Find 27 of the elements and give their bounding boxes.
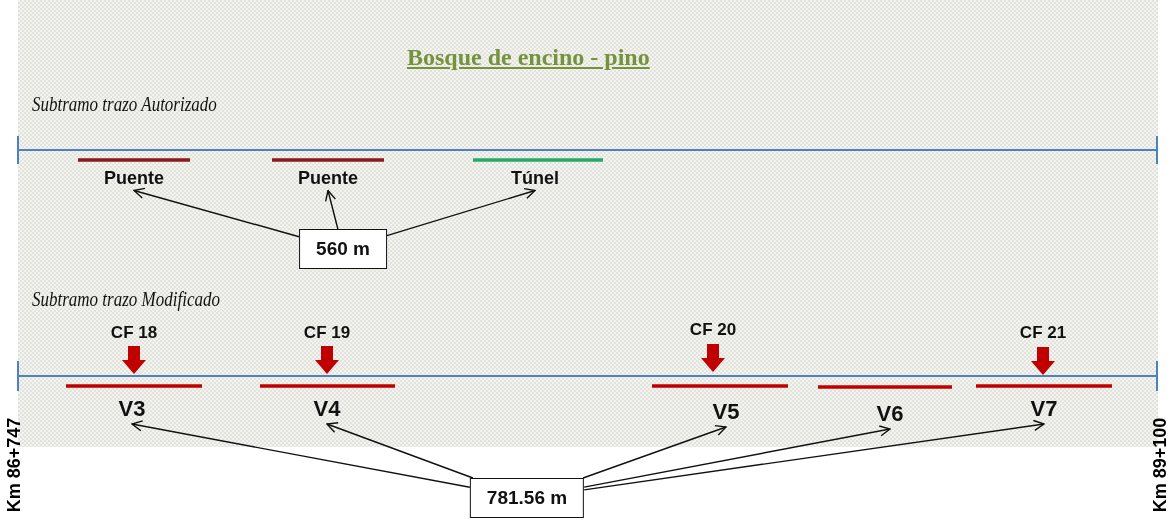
structure-label: Túnel bbox=[511, 167, 559, 189]
station-label: CF 20 bbox=[689, 320, 737, 340]
arrow bbox=[583, 419, 1045, 491]
station-label: CF 18 bbox=[110, 323, 158, 343]
arrow bbox=[582, 424, 727, 479]
segment-label: V3 bbox=[118, 396, 146, 422]
station-label: CF 19 bbox=[303, 323, 351, 343]
measurement-box: 560 m bbox=[299, 229, 387, 269]
arrow bbox=[131, 420, 471, 488]
structure-label: Puente bbox=[104, 167, 164, 189]
title: Bosque de encino - pino bbox=[407, 44, 650, 71]
arrow bbox=[326, 422, 474, 479]
segment-label: V4 bbox=[313, 396, 341, 422]
measurement-box: 781.56 m bbox=[469, 478, 585, 518]
arrow bbox=[583, 425, 891, 488]
segment-label: V6 bbox=[876, 401, 904, 427]
segment-label: V5 bbox=[712, 399, 740, 425]
kilometer-marker: Km 89+100 bbox=[1149, 417, 1171, 513]
arrow bbox=[324, 189, 339, 230]
kilometer-marker: Km 86+747 bbox=[3, 417, 25, 513]
section-heading: Subtramo trazo Modificado bbox=[32, 288, 220, 311]
section-heading: Subtramo trazo Autorizado bbox=[32, 93, 217, 116]
station-label: CF 21 bbox=[1019, 323, 1067, 343]
arrow bbox=[133, 187, 300, 238]
structure-label: Puente bbox=[298, 167, 358, 189]
arrow bbox=[386, 187, 536, 237]
segment-label: V7 bbox=[1030, 396, 1058, 422]
